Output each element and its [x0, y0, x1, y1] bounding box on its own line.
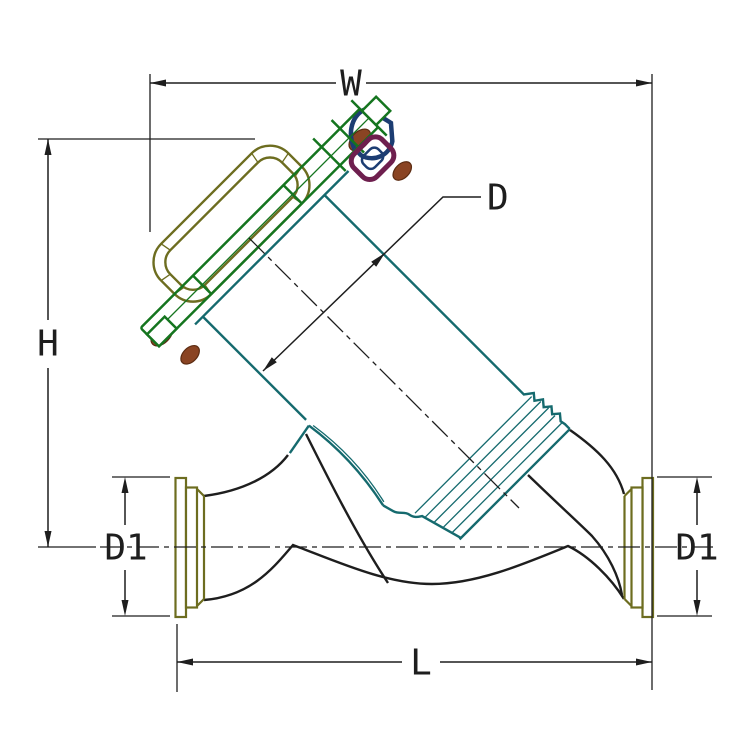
arrowhead-icon: [121, 600, 129, 616]
dim-H: [38, 138, 255, 548]
fork-crotch-arc-inner: [312, 425, 385, 503]
arrowhead-icon: [693, 477, 701, 493]
dim-label-w: W: [340, 64, 362, 105]
dim-label-l: L: [410, 643, 432, 684]
wing-nut: [348, 106, 395, 161]
port-elbows: [203, 429, 626, 602]
dimension-annotations: [38, 74, 712, 692]
wing-nut-loop: [348, 106, 395, 161]
arrowhead-icon: [636, 79, 652, 87]
arrowhead-icon: [636, 658, 652, 666]
ferrule-taper-bottom: [196, 598, 205, 607]
handle-outer: [152, 144, 311, 303]
ferrule-taper-top: [623, 488, 633, 497]
arrowhead-icon: [693, 600, 701, 616]
arrowhead-icon: [263, 357, 277, 371]
dim-D1-right: [657, 476, 712, 617]
seat-ridges: [414, 396, 564, 534]
dim-W: [149, 74, 653, 690]
left-elbow-top-wall: [203, 454, 289, 498]
dim-label-d: D: [487, 178, 509, 219]
clamp-bar-centerline: [149, 117, 370, 338]
tube-wall-left: [201, 315, 307, 421]
fork-crotch-arc: [308, 424, 385, 507]
arrowhead-icon: [44, 139, 52, 155]
dim-L: [176, 624, 652, 692]
arrowhead-icon: [177, 658, 193, 666]
ferrule-taper-top: [196, 488, 205, 497]
dim-label-d1-left: D1: [104, 528, 147, 569]
belly-bottom-wall: [203, 543, 626, 602]
right-elbow-top-wall: [569, 429, 626, 495]
seat-left-boundary: [382, 504, 462, 540]
body-axis-centerline: [248, 237, 520, 509]
handle-corner-joints: [160, 152, 303, 295]
seat-end-face: [458, 428, 571, 541]
valve-body-tube: [194, 170, 571, 541]
dimension-labels: W H D D1 D1 L: [37, 64, 719, 684]
centerlines: [100, 237, 713, 548]
dim-D1-left: [112, 476, 170, 617]
arrowhead-icon: [371, 253, 385, 267]
bonnet-clamp-bar: [140, 94, 392, 349]
ferrule-taper-bottom: [623, 598, 633, 607]
arrowhead-icon: [150, 79, 166, 87]
clamp-joint-line: [282, 184, 303, 205]
dim-D: [262, 196, 481, 372]
arrowhead-icon: [44, 531, 52, 547]
clamp-joint-line: [192, 274, 213, 295]
tube-wall-right-serrated: [323, 194, 571, 430]
seal-ring: [348, 134, 397, 183]
bolt-icon: [180, 345, 200, 365]
spring-handle: [152, 144, 311, 303]
seal-ring-outer: [348, 134, 397, 183]
clamp-bar-notch: [145, 314, 179, 349]
dim-label-d1-right: D1: [675, 528, 718, 569]
left-seat-intersection: [304, 433, 390, 584]
seal-ring-inner: [360, 146, 385, 171]
right-seat-intersection: [527, 474, 624, 596]
bonnet-flange-face: [194, 170, 350, 326]
dim-label-h: H: [37, 324, 59, 365]
arrowhead-icon: [121, 477, 129, 493]
bolt-icon: [392, 161, 413, 181]
clamp-tip-bracket: [360, 94, 392, 127]
fork-corner: [288, 424, 310, 454]
clamp-joint-line: [312, 137, 347, 172]
handle-inner: [164, 156, 299, 291]
